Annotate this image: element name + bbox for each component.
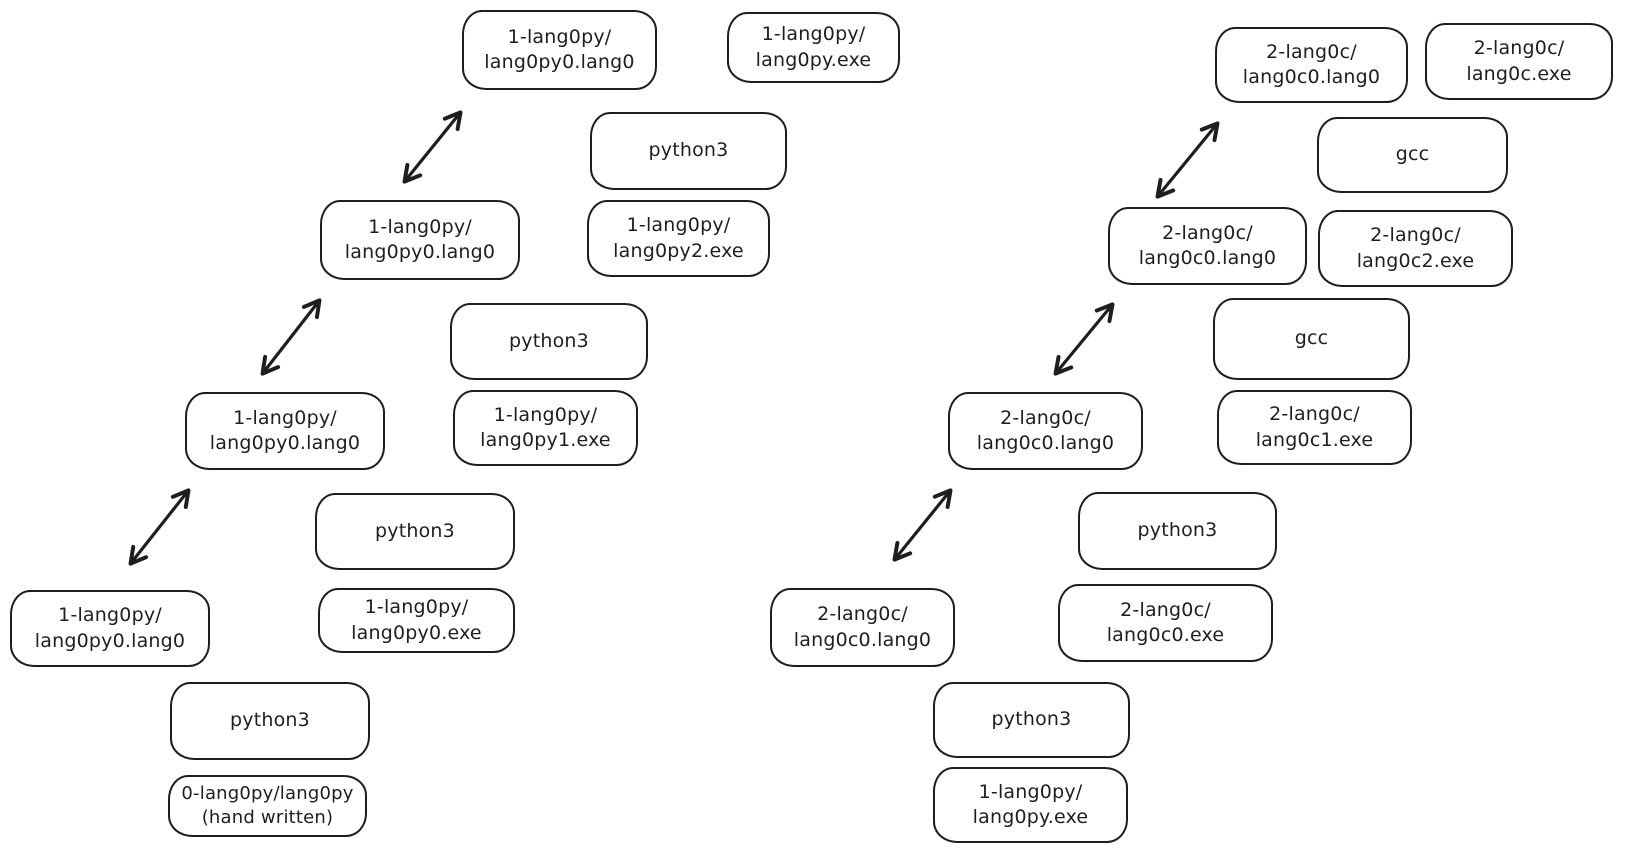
node-c-python3-1: python3 <box>933 682 1130 758</box>
node-py-final-exe: 1-lang0py/ lang0py.exe <box>727 12 900 83</box>
node-py-source-3: 1-lang0py/ lang0py0.lang0 <box>320 200 520 280</box>
node-c-source-4: 2-lang0c/ lang0c0.lang0 <box>1215 27 1408 103</box>
node-py-exe-1: 1-lang0py/ lang0py1.exe <box>453 390 638 466</box>
node-py-python3-1: python3 <box>170 682 370 760</box>
node-py-handwritten-seed: 0-lang0py/lang0py (hand written) <box>168 775 367 837</box>
node-c-source-2: 2-lang0c/ lang0c0.lang0 <box>948 392 1143 470</box>
arrow-py-source1-source2 <box>128 488 191 566</box>
node-c-exe-0: 2-lang0c/ lang0c0.exe <box>1058 584 1273 662</box>
node-c-source-3: 2-lang0c/ lang0c0.lang0 <box>1108 207 1307 285</box>
arrow-py-source2-source3 <box>260 298 322 376</box>
node-c-source-1: 2-lang0c/ lang0c0.lang0 <box>770 588 955 667</box>
node-c-exe-2: 2-lang0c/ lang0c2.exe <box>1318 210 1513 287</box>
node-c-gcc-4: gcc <box>1317 117 1508 193</box>
node-py-source-4: 1-lang0py/ lang0py0.lang0 <box>462 10 657 90</box>
node-c-gcc-3: gcc <box>1213 298 1410 380</box>
node-py-python3-4: python3 <box>590 112 787 190</box>
node-py-python3-3: python3 <box>450 303 648 380</box>
arrow-c-source2-source3 <box>1053 302 1115 376</box>
node-py-exe-0: 1-lang0py/ lang0py0.exe <box>318 588 515 653</box>
node-py-exe-2: 1-lang0py/ lang0py2.exe <box>587 200 770 277</box>
arrow-c-source3-source4 <box>1155 121 1220 199</box>
node-py-source-1: 1-lang0py/ lang0py0.lang0 <box>10 590 210 667</box>
node-c-exe-1: 2-lang0c/ lang0c1.exe <box>1217 390 1412 465</box>
node-c-python3-2: python3 <box>1078 492 1277 570</box>
arrow-c-source1-source2 <box>892 488 953 562</box>
arrow-py-source3-source4 <box>402 110 463 184</box>
node-c-py-exe-seed: 1-lang0py/ lang0py.exe <box>933 767 1128 843</box>
node-py-source-2: 1-lang0py/ lang0py0.lang0 <box>185 392 385 470</box>
node-py-python3-2: python3 <box>315 493 515 570</box>
node-c-final-exe: 2-lang0c/ lang0c.exe <box>1425 23 1613 100</box>
